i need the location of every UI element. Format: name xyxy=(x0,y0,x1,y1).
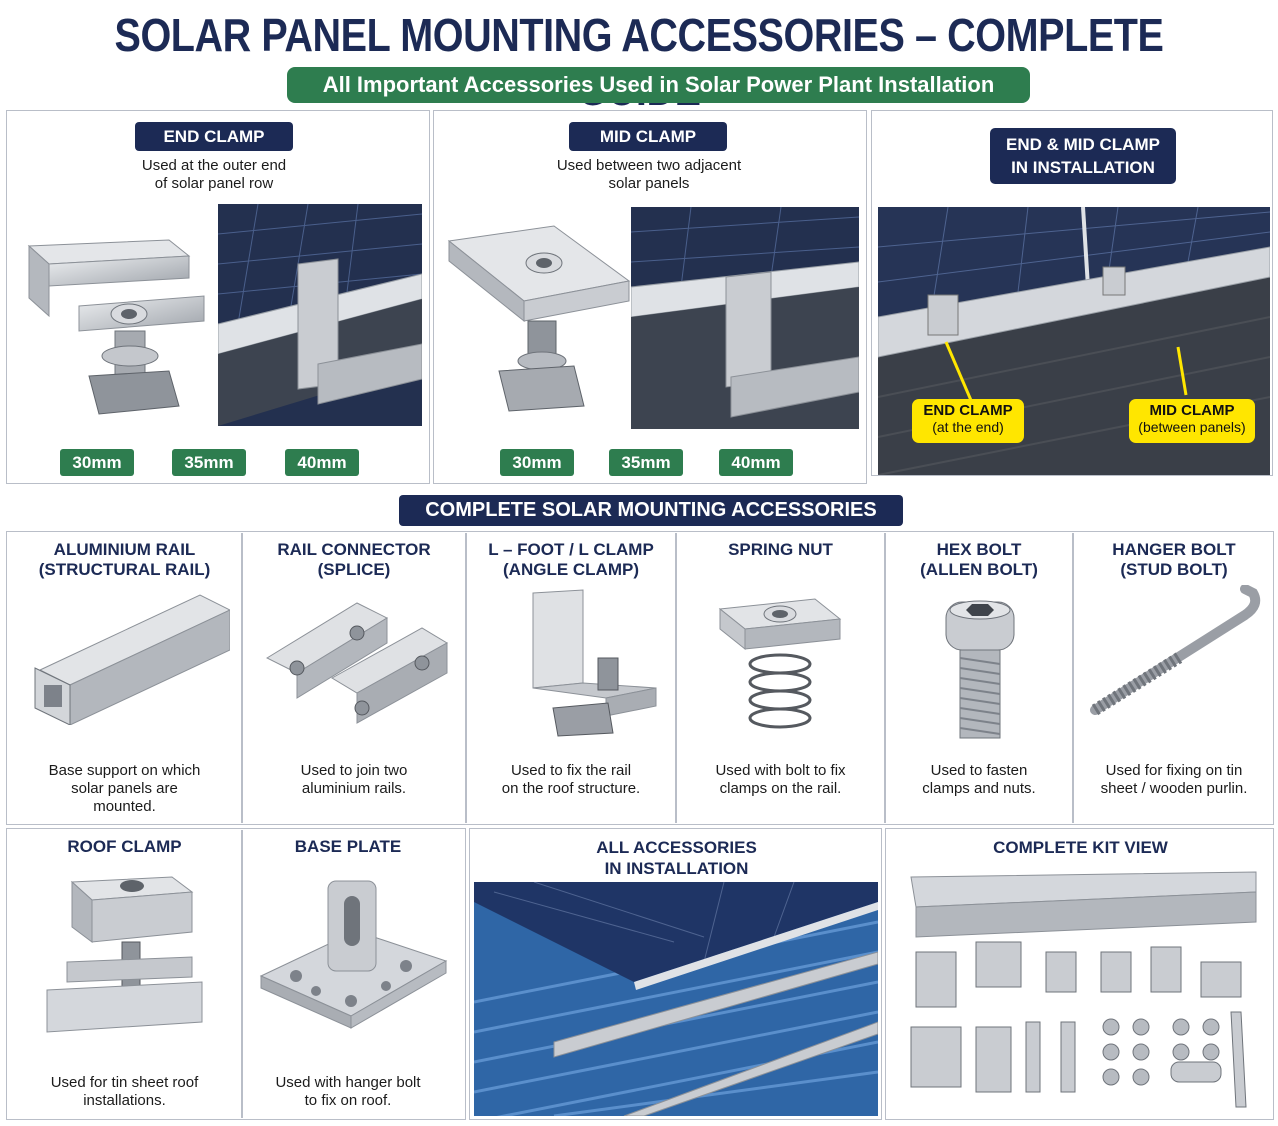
end-clamp-callout-sub: (at the end) xyxy=(932,419,1004,435)
l-foot-title: L – FOOT / L CLAMP xyxy=(488,540,654,559)
spring-nut-desc-line2: clamps on the rail. xyxy=(719,780,842,797)
hex-bolt-subtitle: (ALLEN BOLT) xyxy=(920,560,1038,579)
end-clamp-callout-title: END CLAMP xyxy=(923,402,1013,419)
mid-clamp-callout: MID CLAMP (between panels) xyxy=(1129,399,1255,443)
roof-clamp-desc-line1: Used for tin sheet roof xyxy=(50,1074,199,1091)
end-clamp-photo xyxy=(218,204,422,426)
l-foot-desc-line1: Used to fix the rail xyxy=(510,762,632,779)
l-foot-desc-line2: on the roof structure. xyxy=(501,780,641,797)
accessory-divider xyxy=(675,533,677,823)
mid-clamp-desc-line2: solar panels xyxy=(608,175,690,192)
mid-clamp-title: MID CLAMP xyxy=(569,122,727,151)
end-clamp-desc-line2: of solar panel row xyxy=(154,175,274,192)
base-plate-title: BASE PLATE xyxy=(294,837,402,856)
aluminium-rail-image xyxy=(34,594,230,725)
accessory-divider xyxy=(1072,533,1074,823)
base-plate-image xyxy=(259,880,448,1029)
rail-connector-desc-line1: Used to join two xyxy=(300,762,408,779)
l-foot-image xyxy=(532,589,657,737)
aluminium-rail-subtitle: (STRUCTURAL RAIL) xyxy=(38,560,211,579)
aluminium-rail-title: ALUMINIUM RAIL xyxy=(53,540,196,559)
kit-view-title: COMPLETE KIT VIEW xyxy=(993,838,1168,857)
mid-clamp-panel: MID CLAMP Used between two adjacent sola… xyxy=(433,110,867,484)
spring-nut-image xyxy=(718,598,842,729)
accessory-divider xyxy=(884,533,886,823)
roof-clamp-image xyxy=(46,876,203,1033)
page-subtitle: All Important Accessories Used in Solar … xyxy=(287,67,1030,103)
base-plate-desc-line2: to fix on roof. xyxy=(304,1092,392,1109)
roof-clamp-title: ROOF CLAMP xyxy=(67,837,182,856)
hex-bolt-desc-line1: Used to fasten xyxy=(930,762,1028,779)
installation-title-line1: END & MID CLAMP xyxy=(1006,135,1160,154)
kit-view-panel: COMPLETE KIT VIEW xyxy=(885,828,1274,1120)
hex-bolt-title: HEX BOLT xyxy=(936,540,1022,559)
end-clamp-image xyxy=(27,239,205,415)
end-clamp-callout: END CLAMP (at the end) xyxy=(912,399,1024,443)
all-accessories-title-line1: ALL ACCESSORIES xyxy=(596,838,757,857)
mid-clamp-size-40: 40mm xyxy=(719,449,793,476)
accessory-divider xyxy=(465,533,467,823)
hanger-bolt-desc-line1: Used for fixing on tin xyxy=(1105,762,1243,779)
hanger-bolt-title: HANGER BOLT xyxy=(1112,540,1236,559)
all-accessories-panel: ALL ACCESSORIES IN INSTALLATION xyxy=(469,828,882,1120)
rail-connector-title: RAIL CONNECTOR xyxy=(277,540,431,559)
all-accessories-photo xyxy=(474,882,878,1116)
end-clamp-size-40: 40mm xyxy=(285,449,359,476)
spring-nut-desc-line1: Used with bolt to fix xyxy=(715,762,846,779)
hex-bolt-desc-line2: clamps and nuts. xyxy=(922,780,1036,797)
end-clamp-panel: END CLAMP Used at the outer end of solar… xyxy=(6,110,430,484)
end-clamp-size-30: 30mm xyxy=(60,449,134,476)
end-clamp-desc-line1: Used at the outer end xyxy=(141,157,287,174)
end-clamp-title: END CLAMP xyxy=(135,122,293,151)
aluminium-rail-desc-line2: solar panels are xyxy=(71,780,178,797)
mid-clamp-callout-title: MID CLAMP xyxy=(1149,402,1235,419)
accessories-grid xyxy=(6,531,1274,825)
hanger-bolt-subtitle: (STUD BOLT) xyxy=(1120,560,1228,579)
mid-clamp-size-30: 30mm xyxy=(500,449,574,476)
kit-view-image xyxy=(910,871,1257,1108)
rail-connector-desc-line2: aluminium rails. xyxy=(301,780,407,797)
base-plate-desc-line1: Used with hanger bolt xyxy=(275,1074,421,1091)
mid-clamp-photo xyxy=(631,207,859,429)
hex-bolt-image xyxy=(945,600,1015,739)
aluminium-rail-desc-line3: mounted. xyxy=(93,798,156,815)
bottom-divider xyxy=(241,830,243,1118)
hanger-bolt-desc-line2: sheet / wooden purlin. xyxy=(1100,780,1248,797)
mid-clamp-callout-sub: (between panels) xyxy=(1138,419,1246,435)
rail-connector-image xyxy=(265,602,448,724)
installation-title-line2: IN INSTALLATION xyxy=(1011,158,1155,177)
all-accessories-title-line2: IN INSTALLATION xyxy=(604,859,749,878)
roof-clamp-desc-line2: installations. xyxy=(83,1092,166,1109)
l-foot-subtitle: (ANGLE CLAMP) xyxy=(503,560,639,579)
hanger-bolt-image xyxy=(1090,585,1261,716)
accessory-divider xyxy=(241,533,243,823)
end-clamp-size-35: 35mm xyxy=(172,449,246,476)
installation-title-box: END & MID CLAMP IN INSTALLATION xyxy=(990,128,1176,184)
mid-clamp-desc-line1: Used between two adjacent xyxy=(556,157,742,174)
aluminium-rail-desc-line1: Base support on which xyxy=(48,762,201,779)
section-title: COMPLETE SOLAR MOUNTING ACCESSORIES xyxy=(399,495,903,526)
mid-clamp-image xyxy=(447,225,631,412)
clamp-installation-panel: END & MID CLAMP IN INSTALLATION END CLAM… xyxy=(871,110,1273,476)
rail-connector-subtitle: (SPLICE) xyxy=(317,560,391,579)
spring-nut-title: SPRING NUT xyxy=(728,540,833,559)
mid-clamp-size-35: 35mm xyxy=(609,449,683,476)
